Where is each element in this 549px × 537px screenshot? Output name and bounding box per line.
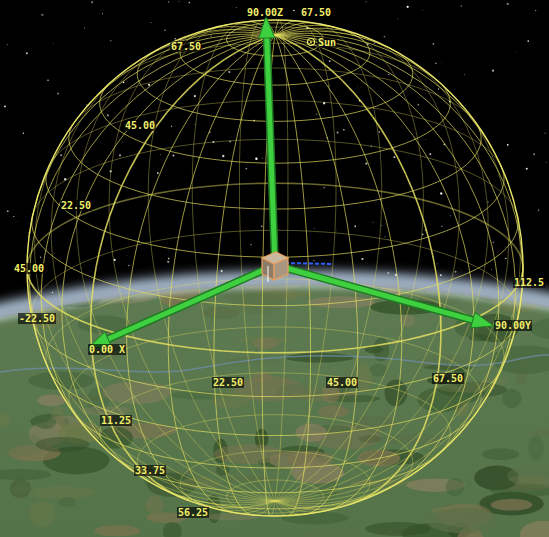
sun-symbol: [308, 39, 315, 46]
angle-label: 22.50: [60, 200, 92, 211]
angle-label: 0.00 X: [88, 344, 126, 355]
sphere-grid-back: [27, 20, 523, 516]
angle-label: 56.25: [177, 507, 209, 518]
sphere-outline: [27, 20, 523, 516]
sphere-grid-front: [27, 20, 523, 516]
star-field: [4, 1, 547, 293]
angle-label: 22.50: [212, 377, 244, 388]
earth-surface: [0, 285, 549, 537]
angle-label: 112.5: [513, 277, 545, 288]
sun-vector: [285, 263, 332, 264]
horizon-line: [0, 285, 549, 537]
angle-label: 67.50: [432, 373, 464, 384]
x-axis-arrow: [88, 265, 275, 348]
angle-label: 45.00: [124, 120, 156, 131]
angle-label: 67.50: [170, 41, 202, 52]
earth-terrain: [0, 272, 549, 537]
axes: [88, 16, 494, 348]
angle-label: 11.25: [100, 415, 132, 426]
y-axis-arrow: [275, 265, 494, 328]
angle-label: 45.00: [326, 377, 358, 388]
satellite-body: [262, 252, 332, 282]
angle-label: 90.00Y: [494, 320, 532, 331]
angle-label: 90.00Z: [246, 7, 284, 18]
angle-label: 33.75: [134, 465, 166, 476]
z-axis-arrow: [259, 16, 275, 265]
angle-label: 45.00: [13, 263, 45, 274]
angle-label: -22.50: [18, 313, 56, 324]
angle-label: 67.50: [300, 7, 332, 18]
angle-label: Sun: [317, 37, 337, 48]
